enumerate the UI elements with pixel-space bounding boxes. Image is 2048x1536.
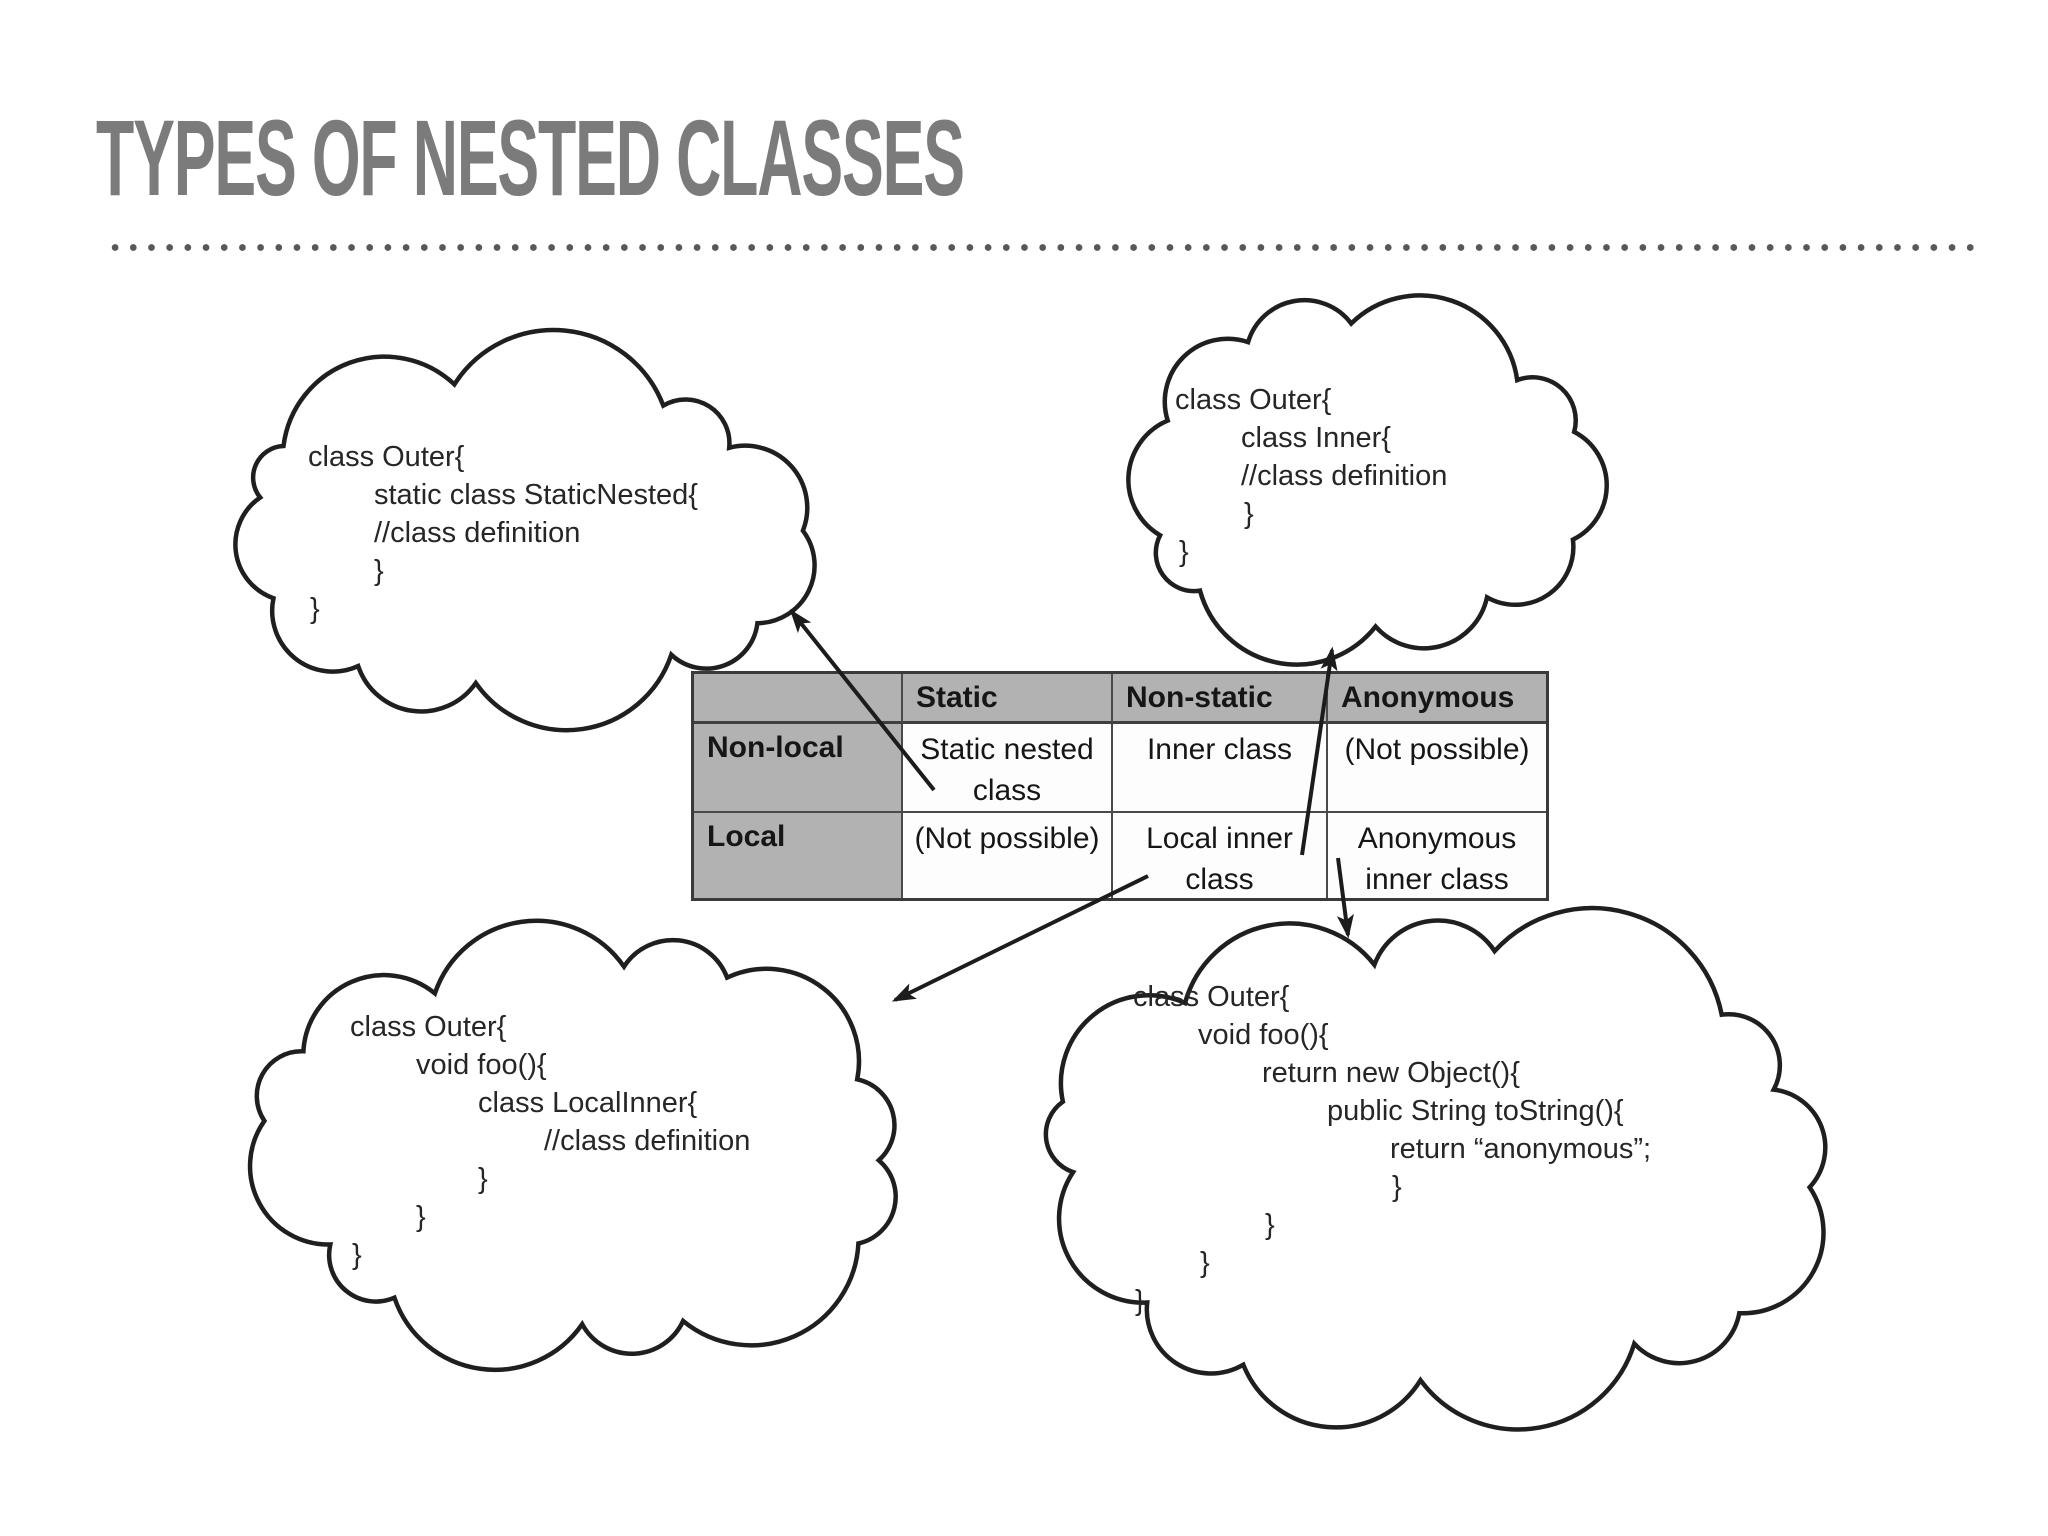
code-line: static class StaticNested{	[374, 479, 698, 511]
code-line: void foo(){	[416, 1049, 547, 1081]
table-cell-anonymous-inner: Anonymous inner class	[1328, 813, 1546, 898]
table-row-label-non-local: Non-local	[694, 724, 903, 813]
code-line: class Outer{	[350, 1011, 507, 1043]
code-line: class LocalInner{	[478, 1087, 698, 1119]
code-line: //class definition	[544, 1125, 751, 1157]
code-line: }	[416, 1201, 426, 1233]
table-cell-static-nested: Static nested class	[903, 724, 1113, 813]
code-static-nested: class Outer{ static class StaticNested{ …	[308, 438, 698, 628]
code-line: //class definition	[1241, 460, 1448, 492]
code-line: }	[1392, 1171, 1402, 1203]
table-corner-cell	[694, 674, 903, 724]
table-cell-not-possible-2: (Not possible)	[903, 813, 1113, 898]
code-line: class Outer{	[1133, 981, 1290, 1013]
nested-class-matrix-table: Static Non-static Anonymous Non-local St…	[691, 671, 1549, 901]
code-line: }	[1265, 1209, 1275, 1241]
code-line: }	[1135, 1285, 1145, 1317]
code-line: class Inner{	[1241, 422, 1391, 454]
table-header-static: Static	[903, 674, 1113, 724]
code-line: void foo(){	[1198, 1019, 1329, 1051]
code-line: }	[1244, 498, 1254, 530]
page-title: TYPES OF NESTED CLASSES	[96, 97, 965, 218]
code-line: return “anonymous”;	[1390, 1133, 1652, 1165]
code-line: class Outer{	[1175, 384, 1332, 416]
code-line: //class definition	[374, 517, 581, 549]
dotted-divider	[106, 241, 1978, 254]
code-line: }	[1179, 536, 1189, 568]
table-cell-not-possible-1: (Not possible)	[1328, 724, 1546, 813]
code-line: public String toString(){	[1327, 1095, 1624, 1127]
code-line: return new Object(){	[1262, 1057, 1520, 1089]
code-line: }	[352, 1239, 362, 1271]
table-row-label-local: Local	[694, 813, 903, 898]
table-cell-local-inner: Local inner class	[1113, 813, 1328, 898]
code-line: class Outer{	[308, 441, 465, 473]
table-header-anonymous: Anonymous	[1328, 674, 1546, 724]
code-line: }	[310, 593, 320, 625]
table-cell-inner-class: Inner class	[1113, 724, 1328, 813]
code-inner-class: class Outer{ class Inner{ //class defini…	[1175, 381, 1447, 571]
code-line: }	[1200, 1247, 1210, 1279]
code-anonymous-inner: class Outer{ void foo(){ return new Obje…	[1133, 978, 1651, 1320]
table-header-non-static: Non-static	[1113, 674, 1328, 724]
code-line: }	[374, 555, 384, 587]
code-line: }	[478, 1163, 488, 1195]
code-local-inner: class Outer{ void foo(){ class LocalInne…	[350, 1008, 750, 1274]
